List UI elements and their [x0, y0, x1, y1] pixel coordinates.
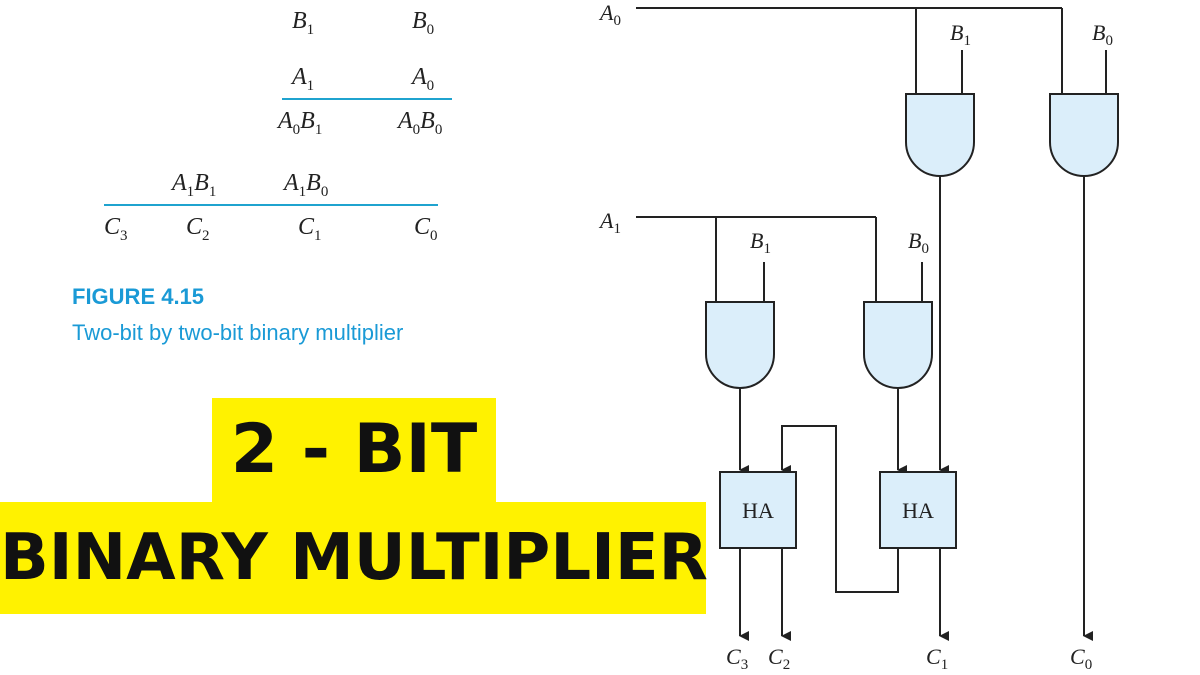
mult-a0b1: A0B1	[278, 108, 323, 138]
output-c2-label: C2	[768, 644, 790, 673]
output-c3-label: C3	[726, 644, 748, 673]
mult-a1b1: A1B1	[172, 170, 217, 200]
mult-rule-2	[104, 204, 438, 206]
gate4-b0-label: B0	[908, 228, 929, 257]
gate3-b1-label: B1	[750, 228, 771, 257]
gate1-b1-label: B1	[950, 20, 971, 49]
mult-a1b0: A1B0	[284, 170, 329, 200]
and-gate-a0b1	[905, 93, 975, 177]
gate2-b0-label: B0	[1092, 20, 1113, 49]
ha1-label: HA	[742, 498, 774, 523]
half-adder-2	[879, 471, 957, 549]
mult-c3: C3	[104, 214, 128, 244]
wire-carry-ha2-to-ha1	[781, 425, 899, 593]
mult-b0: B0	[412, 8, 435, 38]
input-a0-label: A0	[598, 0, 621, 29]
banner-line-2: BINARY MULTIPLIER	[0, 502, 708, 614]
and-gate-a0b0	[1049, 93, 1119, 177]
figure-number: FIGURE 4.15	[72, 284, 205, 309]
mult-a1: A1	[292, 64, 315, 94]
mult-b1: B1	[292, 8, 315, 38]
mult-c1: C1	[298, 214, 322, 244]
mult-c2: C2	[186, 214, 210, 244]
and-gate-a1b0	[863, 301, 933, 389]
mult-a0: A0	[412, 64, 435, 94]
input-a1-label: A1	[598, 208, 621, 237]
ha2-label: HA	[902, 498, 934, 523]
and-gate-a1b1	[705, 301, 775, 389]
mult-a0b0: A0B0	[398, 108, 443, 138]
output-c0-label: C0	[1070, 644, 1092, 673]
half-adder-1	[719, 471, 797, 549]
mult-rule-1	[282, 98, 452, 100]
mult-c0: C0	[414, 214, 438, 244]
figure-caption: Two-bit by two-bit binary multiplier	[72, 320, 404, 345]
banner-line-1: 2 - BIT	[212, 398, 496, 502]
output-c1-label: C1	[926, 644, 948, 673]
